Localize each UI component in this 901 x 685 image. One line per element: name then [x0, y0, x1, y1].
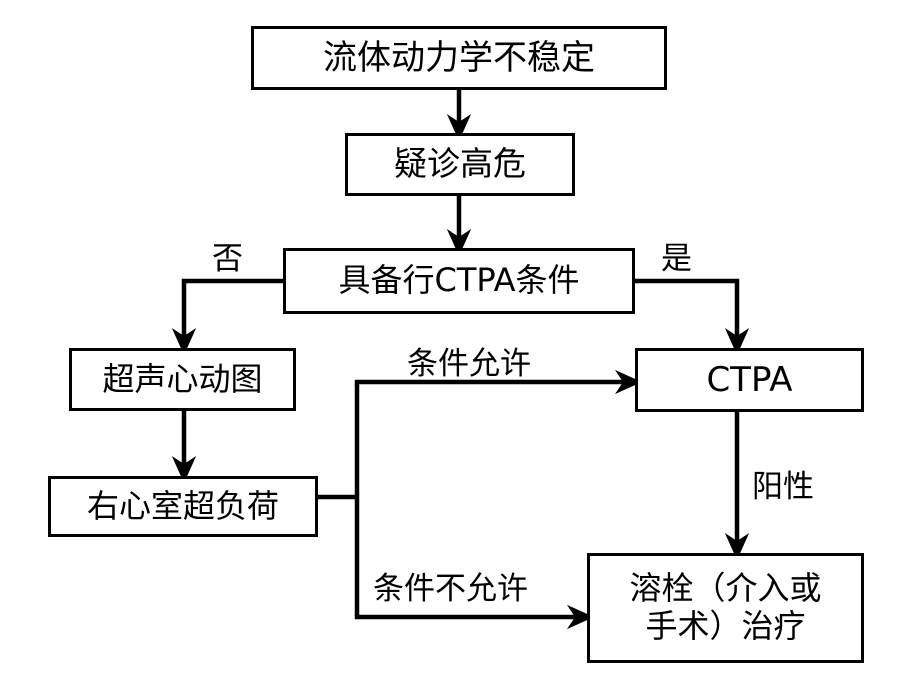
edge-label-conditions-allow: 条件允许: [407, 346, 531, 382]
node-suspected-high-risk[interactable]: 疑诊高危: [345, 133, 575, 196]
connector-no-to-echo: [171, 278, 283, 355]
node-thrombolysis-treatment[interactable]: 溶栓（介入或 手术）治疗: [587, 553, 864, 663]
connector-yes-to-ctpa: [635, 278, 750, 355]
node-rv-overload[interactable]: 右心室超负荷: [48, 476, 318, 537]
node-echocardiogram[interactable]: 超声心动图: [69, 348, 296, 411]
node-hemodynamic-instability[interactable]: 流体动力学不稳定: [251, 26, 667, 90]
edge-label-yes: 是: [661, 241, 692, 277]
edge-label-no: 否: [212, 241, 243, 277]
node-ctpa[interactable]: CTPA: [635, 348, 864, 412]
edge-label-positive: 阳性: [752, 469, 814, 505]
edge-label-conditions-not-allow: 条件不允许: [373, 571, 528, 607]
node-ctpa-eligibility[interactable]: 具备行CTPA条件: [283, 248, 635, 314]
